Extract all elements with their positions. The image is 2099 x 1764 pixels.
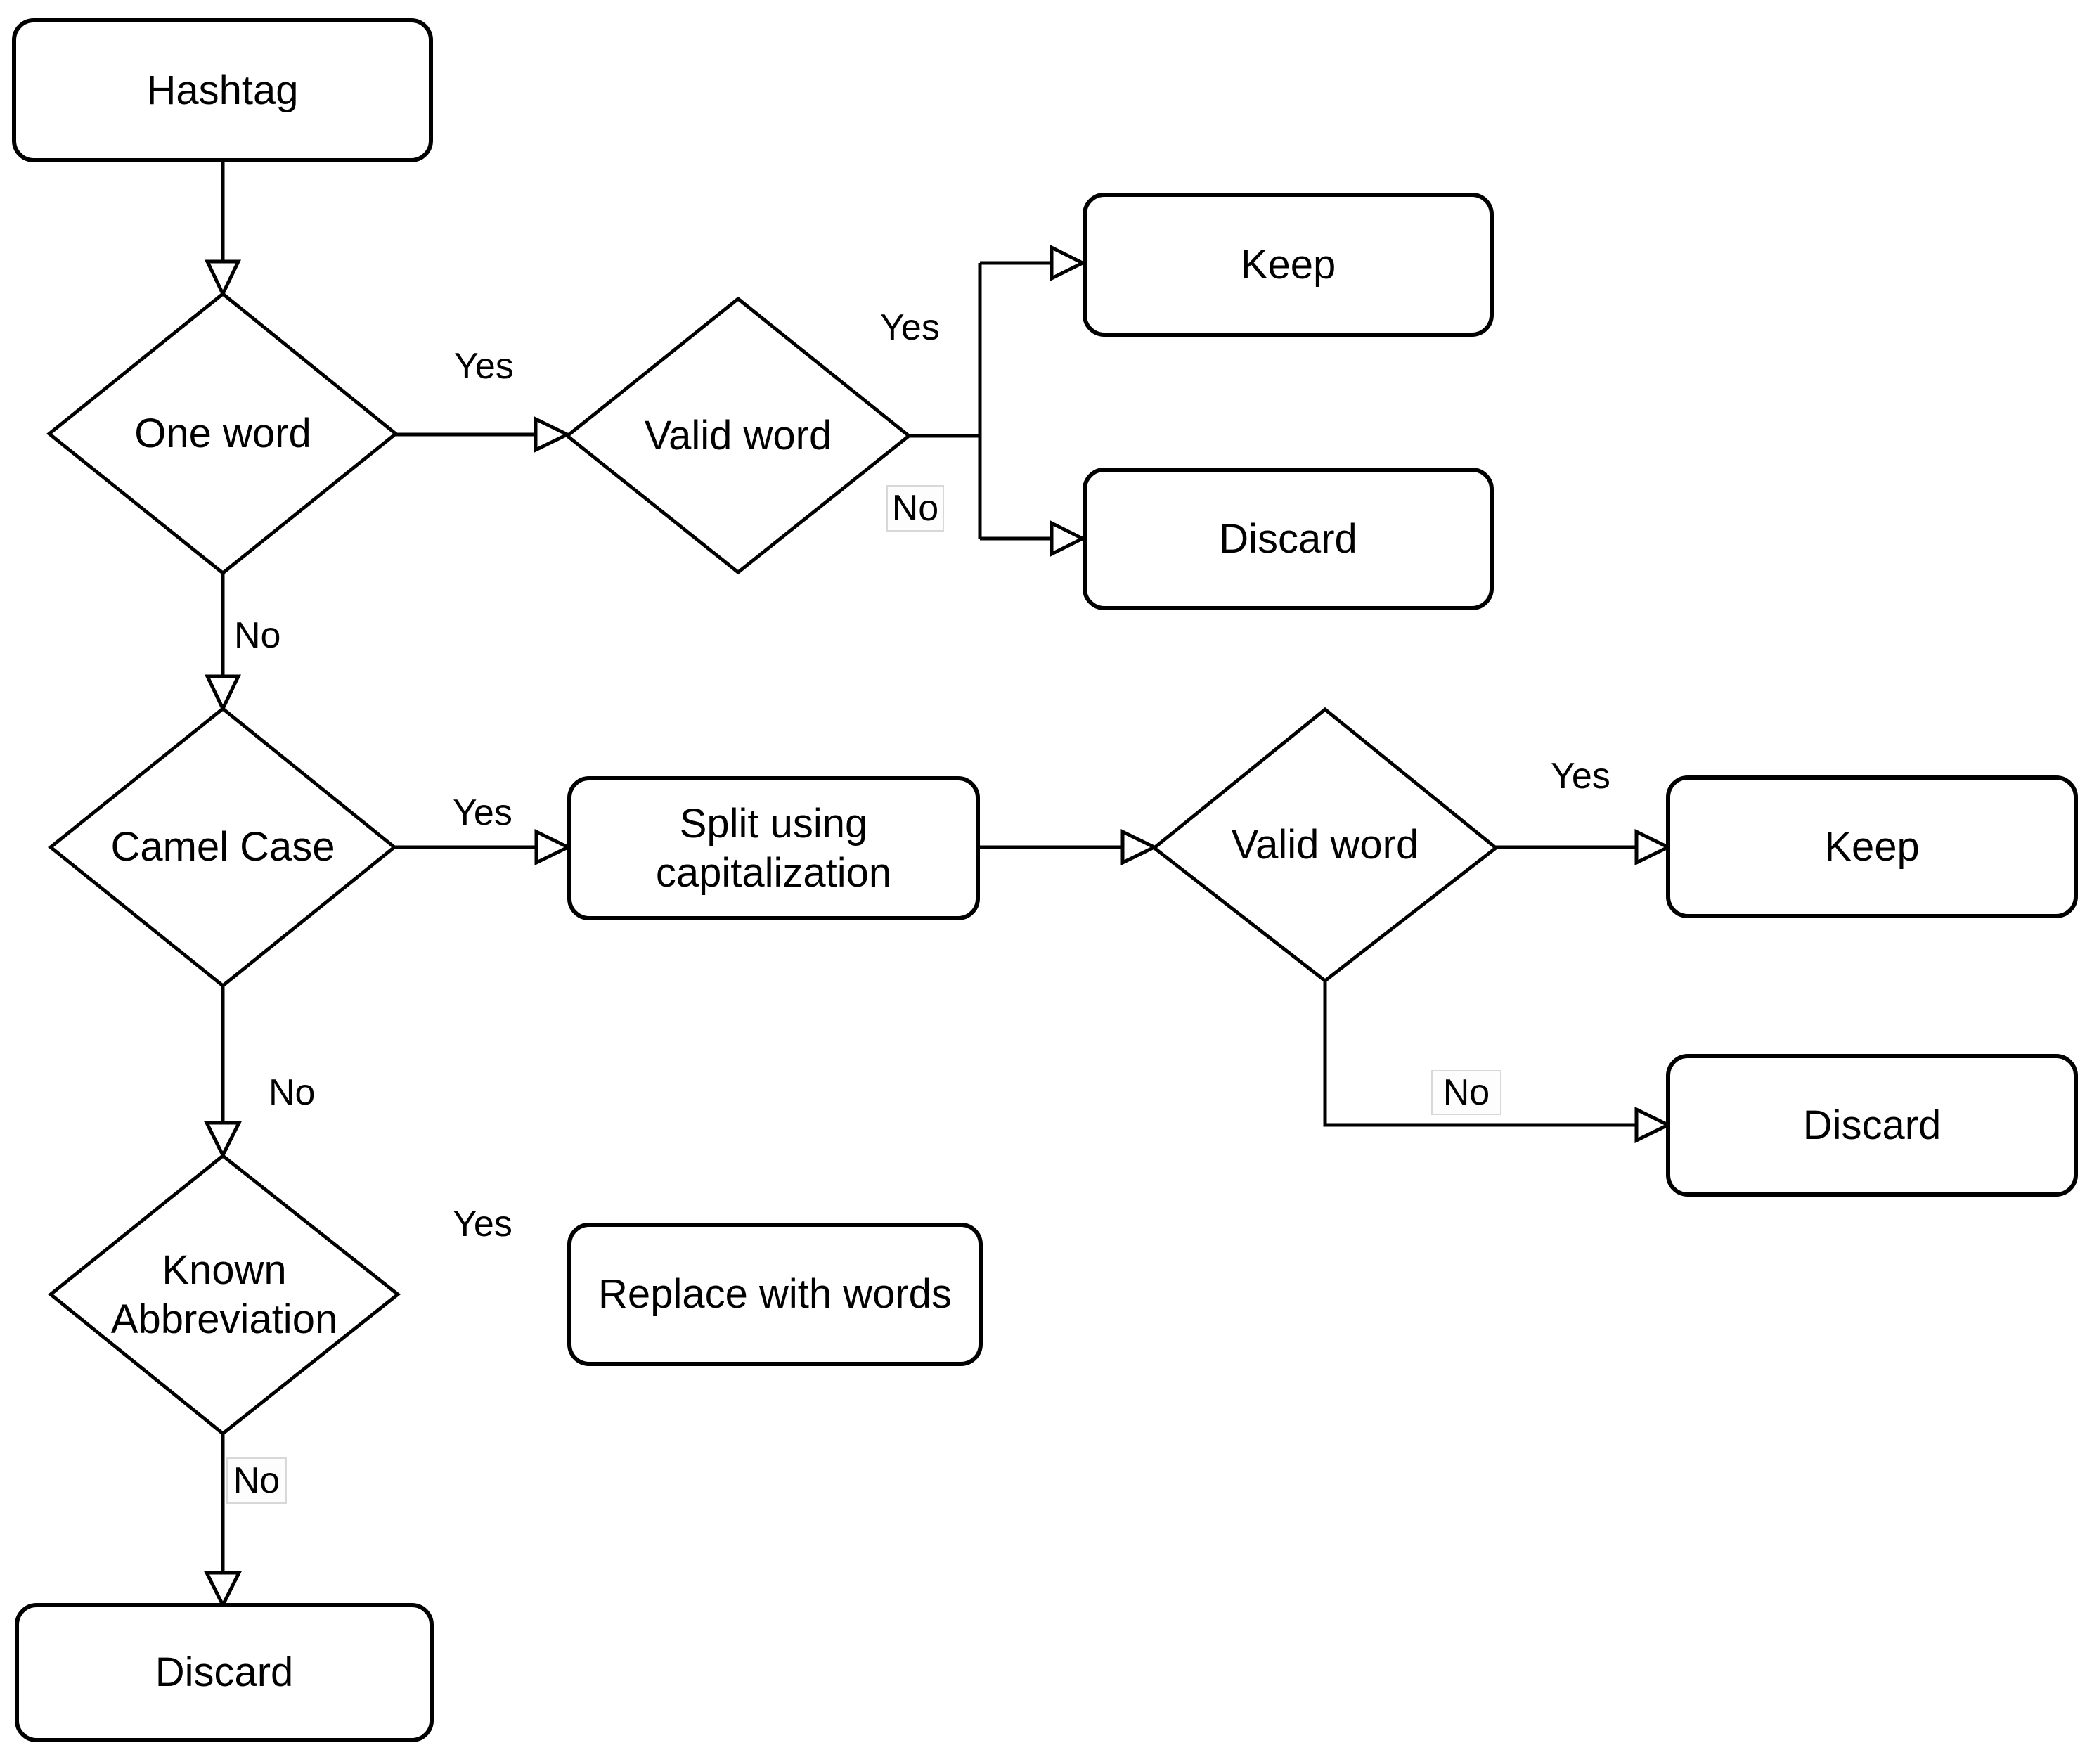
edge-label-yes-known-abbreviation: Yes [453,1204,512,1244]
one-word-label: One word [134,410,311,456]
edge-label-no-known-abbreviation: No [226,1457,287,1504]
valid-word-2-diamond [1151,707,1499,984]
discard-2-box [1666,1054,2078,1197]
arrowhead-into-discard-3 [203,1571,243,1609]
keep-2-label: Keep [1824,823,1920,870]
replace-box [567,1223,983,1366]
arrowhead-into-keep-1 [1050,244,1087,282]
valid-word-1-diamond [564,296,912,575]
edge-label-yes-one-word: Yes [454,346,514,387]
keep-1-label: Keep [1240,241,1336,288]
arrowhead-into-discard-2 [1634,1106,1672,1144]
edge-valid-word-2-no [1323,981,1636,1127]
edge-label-no-valid-word-2: No [1431,1070,1501,1115]
valid-word-1-label: Valid word [644,412,832,458]
edge-label-no-valid-word-1: No [886,485,944,532]
split-box [567,776,980,920]
edge-label-no-one-word: No [234,615,281,656]
valid-word-2-label: Valid word [1231,822,1419,868]
camel-case-label: Camel Case [110,824,335,870]
hashtag-box [12,18,433,162]
arrowhead-into-camel-case [205,674,241,713]
edge-label-yes-camel-case: Yes [453,792,512,833]
edge-label-no-camel-case: No [269,1072,316,1113]
split-label-line2: capitalization [655,849,892,896]
known-abbreviation-line2: Abbreviation [110,1296,338,1342]
discard-3-label: Discard [155,1649,294,1695]
known-abbreviation-label: Known Abbreviation [51,1156,398,1434]
split-label: Split using capitalization [569,778,978,918]
arrowhead-into-valid-word-1 [534,416,571,453]
camel-case-diamond [48,706,397,989]
split-label-line1: Split using [679,800,868,846]
arrowhead-into-one-word [205,259,241,298]
keep-1-box [1083,193,1494,337]
arrowhead-into-discard-1 [1050,520,1087,558]
known-abbreviation-diamond [48,1153,401,1436]
arrowhead-into-known-abbreviation [203,1121,243,1159]
arrowhead-into-split [534,828,572,866]
discard-2-label: Discard [1802,1102,1942,1148]
edge-valid-word-1-branches [909,261,1052,541]
replace-label: Replace with words [598,1271,952,1317]
discard-3-box [15,1603,434,1742]
edge-label-yes-valid-word-2: Yes [1551,756,1610,797]
known-abbreviation-line1: Known [162,1247,287,1293]
keep-2-box [1666,775,2078,918]
arrowhead-into-valid-word-2 [1120,828,1158,866]
edge-label-yes-valid-word-1: Yes [880,307,940,348]
hashtag-label: Hashtag [146,67,299,113]
discard-1-label: Discard [1219,515,1357,562]
arrowhead-into-keep-2 [1634,828,1672,866]
one-word-diamond [46,291,399,576]
discard-1-box [1083,468,1494,610]
